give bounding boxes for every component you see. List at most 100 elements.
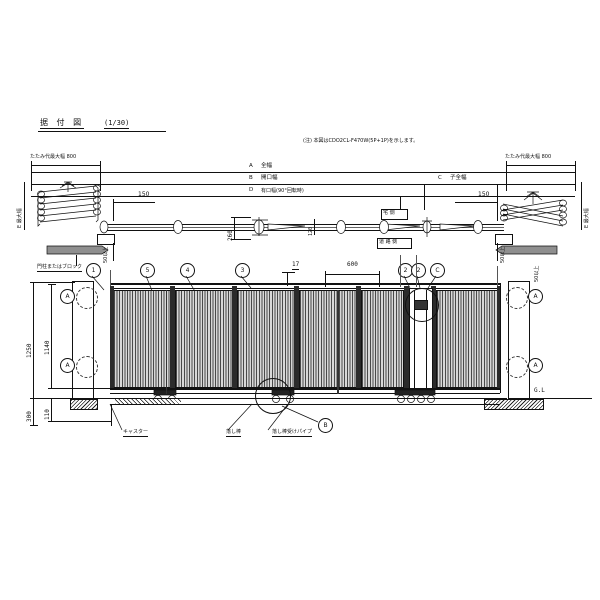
plan-left-max-dimline xyxy=(24,182,25,230)
dimline-ext-bottom xyxy=(51,421,111,422)
elevation-clearance-right: 50以上 xyxy=(534,265,540,282)
plan-left-clearance-box xyxy=(97,234,115,245)
plan-dim-A-line xyxy=(31,172,575,173)
elevation-dim-600-line xyxy=(325,274,379,275)
elevation-dim-17-line xyxy=(282,272,295,273)
drop-bar-2 xyxy=(166,290,167,394)
gate-top-rail-inner xyxy=(110,288,500,289)
gate-panel-3 xyxy=(237,290,295,388)
balloon-1-leader xyxy=(91,275,105,291)
detail-mark-A4: A xyxy=(528,358,543,373)
detail-mark-B-leader xyxy=(281,405,319,423)
plan-right-max-width-label: E 最大幅 xyxy=(584,208,590,228)
plan-right-max-dimline xyxy=(581,182,582,230)
elevation-dim-600-ext2 xyxy=(379,271,380,287)
drop-bar-label: 落し棒 xyxy=(226,429,242,437)
gate-bottom-rail-inner xyxy=(110,393,500,394)
ground-level-label: G.L xyxy=(534,387,545,394)
plan-right-fold-label: たたみ代最大幅 800 xyxy=(505,154,552,160)
caster-leader xyxy=(109,403,123,431)
title-underline xyxy=(38,131,166,132)
gate-latch-rod-right xyxy=(426,290,427,388)
detail-circle-B xyxy=(255,378,291,414)
plan-house-side-label: 宅 側 xyxy=(383,210,395,216)
elevation-dim-110-line xyxy=(51,399,52,421)
plan-dim-150-right-line xyxy=(455,202,497,203)
plan-clearance-right: 50以上 xyxy=(500,246,506,263)
plan-left-max-width-label: E 最大幅 xyxy=(17,208,23,228)
plan-dim-A-key: A xyxy=(249,163,253,169)
plan-pillar-note: 門柱またはブロック xyxy=(37,264,83,272)
plan-left-fold-ext2 xyxy=(100,161,101,191)
plan-dim-150-left-line xyxy=(113,202,155,203)
elevation-dim-1140-tick1 xyxy=(48,284,56,285)
plan-dim-C-ext1 xyxy=(424,184,425,210)
drawing-title: 据 付 図 xyxy=(40,118,85,129)
gate-post-2 xyxy=(232,286,237,390)
gate-post-1 xyxy=(170,286,175,390)
plan-left-fold-ext1 xyxy=(31,161,32,191)
drop-bar-pipe-leader xyxy=(267,403,289,431)
plan-house-side-box xyxy=(381,209,408,220)
balloon-3-leader xyxy=(240,275,252,289)
dimline-ext-top xyxy=(33,282,75,283)
construction-line-4 xyxy=(497,266,498,286)
detail-circle-A4 xyxy=(506,356,528,378)
plan-pillar-leader xyxy=(76,255,77,266)
drawing-note: (注) 本図はCDO2CL-F470W(5P+1P)を示します。 xyxy=(303,138,419,144)
plan-road-side-box xyxy=(377,238,412,249)
plan-right-fold-dimline xyxy=(506,165,575,166)
drawing-scale: (1/30) xyxy=(104,119,130,129)
gate-post-4 xyxy=(356,286,361,390)
gate-latch-rod-left xyxy=(414,290,415,388)
elevation-dim-300-line xyxy=(33,399,34,425)
plan-right-folded-gate xyxy=(500,191,567,227)
detail-mark-A3: A xyxy=(528,289,543,304)
balloon-4: 4 xyxy=(180,263,195,278)
construction-line-2 xyxy=(400,255,401,287)
plan-right-fold-ext1 xyxy=(506,161,507,191)
gate-panel-2 xyxy=(175,290,233,388)
gate-post-5 xyxy=(404,286,409,390)
balloon-2a-leader xyxy=(403,275,411,289)
detail-circle-A3 xyxy=(506,287,528,309)
detail-mark-B: B xyxy=(318,418,333,433)
gate-post-0 xyxy=(110,286,114,390)
elevation-dim-17: 17 xyxy=(292,261,300,270)
elevation-dim-17-ext xyxy=(287,272,288,286)
plan-dim-C-key: C xyxy=(438,175,442,181)
gate-panel-1 xyxy=(113,290,171,388)
plan-dim-260-ext1 xyxy=(231,217,251,218)
balloon-5: 5 xyxy=(140,263,155,278)
gate-panel-6 xyxy=(436,290,498,388)
gate-panel-5 xyxy=(361,290,404,388)
detail-circle-A1 xyxy=(76,287,98,309)
ground-hatch-left xyxy=(115,399,181,404)
dimline-ext-mid xyxy=(51,388,113,389)
construction-line-3 xyxy=(416,255,417,287)
plan-dim-A-label: 全幅 xyxy=(261,163,273,169)
elevation-dim-1140-line xyxy=(51,284,52,388)
detail-circle-latch xyxy=(405,288,439,322)
gate-post-7 xyxy=(497,286,501,390)
plan-rail-bottom xyxy=(104,230,504,231)
gate-post-3 xyxy=(294,286,299,390)
plan-dim-260-ext2 xyxy=(231,239,251,240)
elevation-left-pillar-footing xyxy=(70,399,98,410)
plan-dim-260-line xyxy=(234,217,235,239)
elevation-dim-300-tick xyxy=(30,425,38,426)
plan-right-pillar-block xyxy=(495,245,558,255)
plan-rail-top xyxy=(104,224,504,225)
plan-clearance-left-line xyxy=(113,243,114,261)
plan-dim-B-line xyxy=(31,184,575,185)
plan-dim-150-right-ext xyxy=(497,199,498,221)
plan-clearance-left: 50以上 xyxy=(103,246,109,263)
gate-bottom-rail xyxy=(110,388,500,390)
plan-clearance-right-line xyxy=(497,243,498,261)
plan-left-folded-gate xyxy=(37,181,101,227)
plan-dim-C-ext2 xyxy=(497,184,498,210)
plan-dim-D-key: D xyxy=(249,187,254,193)
gate-post-6 xyxy=(431,286,436,390)
plan-dim-150-left: 150 xyxy=(138,191,150,198)
